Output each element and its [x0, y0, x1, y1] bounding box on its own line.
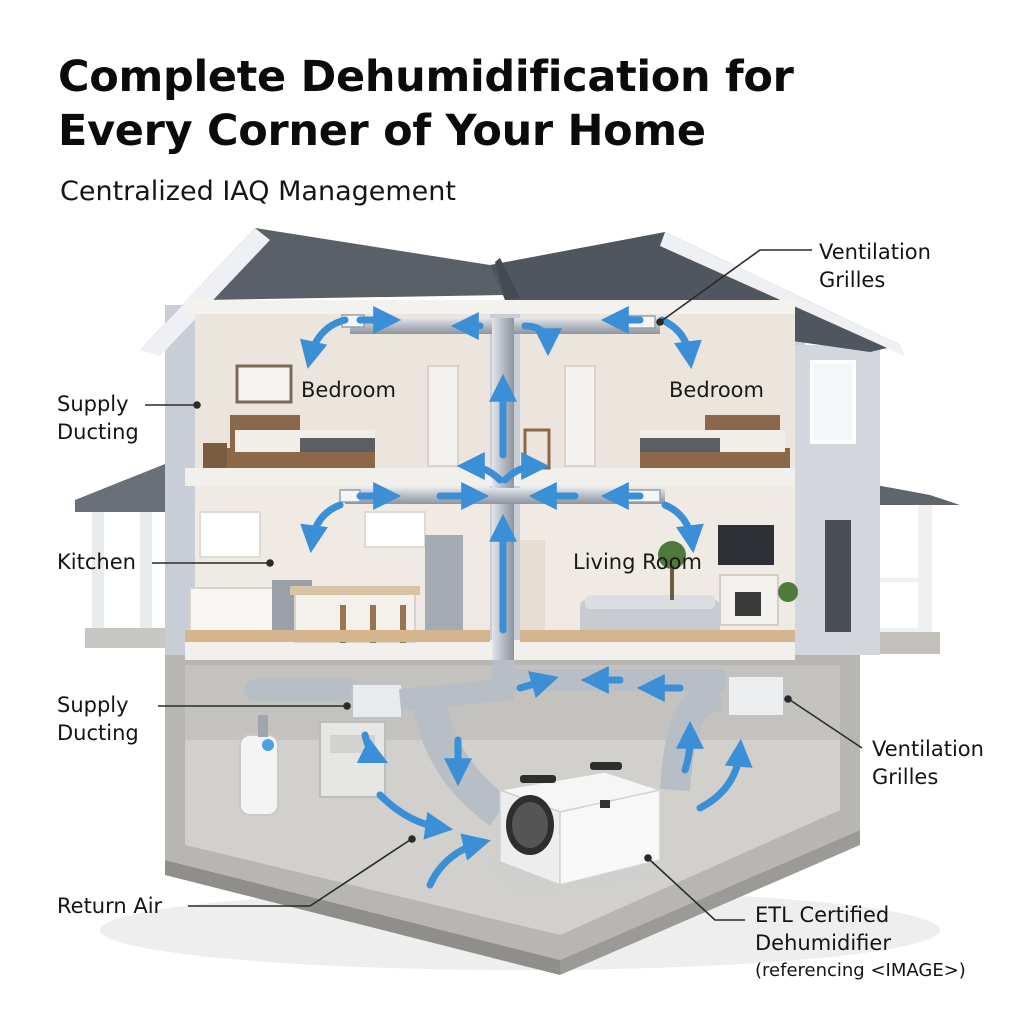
title-line-1: Complete Dehumidification for — [58, 52, 794, 102]
callout-return-air: Return Air — [57, 894, 163, 918]
airflow-arrow — [300, 501, 344, 554]
upper-left-room — [195, 314, 490, 468]
airflow-arrow — [456, 452, 504, 484]
airflow-arrow — [356, 731, 389, 764]
callout-line: (referencing <IMAGE>) — [755, 960, 966, 981]
callout-line: Dehumidifier — [755, 931, 891, 955]
dehumidifier-unit — [478, 762, 663, 898]
page-subtitle: Centralized IAQ Management — [60, 176, 456, 207]
callout-line: Ventilation — [819, 240, 931, 264]
floor-slabs — [185, 300, 795, 660]
leader-ventilation-lower — [789, 699, 863, 749]
callout-etl-dehumidifier: ETL Certified Dehumidifier (referencing … — [755, 901, 966, 985]
callout-line: ETL Certified — [755, 903, 890, 927]
airflow-arrow — [661, 501, 704, 554]
living-room — [520, 486, 798, 642]
callout-supply-ducting-lower: Supply Ducting — [57, 691, 139, 747]
room-label-bedroom-left: Bedroom — [301, 378, 396, 402]
leader-ventilation-top — [659, 249, 812, 323]
leader-return-air — [188, 839, 411, 907]
airflow-arrow — [299, 316, 349, 369]
callout-line: Ducting — [57, 721, 139, 745]
callout-line: Grilles — [872, 765, 939, 789]
callout-line: Ducting — [57, 420, 139, 444]
page-title: Complete Dehumidification for Every Corn… — [58, 50, 794, 158]
room-label-living-room: Living Room — [573, 550, 702, 574]
upper-right-room — [520, 314, 795, 470]
airflow-arrow — [658, 316, 702, 370]
left-porch — [75, 462, 175, 648]
water-heater — [239, 715, 279, 816]
airflow-arrow — [521, 322, 562, 357]
airflow-arrow — [376, 791, 454, 840]
callout-line: Supply — [57, 693, 129, 717]
airflow-arrow — [675, 720, 704, 774]
callout-supply-ducting-upper: Supply Ducting — [57, 390, 139, 446]
callout-lines — [145, 249, 863, 921]
callout-ventilation-grilles-lower: Ventilation Grilles — [872, 735, 984, 791]
callout-line: Ventilation — [872, 737, 984, 761]
airflow-arrow — [426, 833, 491, 889]
airflow-arrow — [696, 738, 753, 812]
callout-line: Supply — [57, 392, 129, 416]
room-label-bedroom-right: Bedroom — [669, 378, 764, 402]
airflow-arrow — [501, 452, 550, 484]
title-line-2: Every Corner of Your Home — [58, 106, 706, 156]
leader-dehumidifier — [649, 859, 745, 921]
callout-line: Grilles — [819, 268, 886, 292]
airflow-arrow — [516, 671, 559, 699]
callout-ventilation-grilles-top: Ventilation Grilles — [819, 238, 931, 294]
airflow-arrows — [299, 306, 753, 889]
roof — [140, 228, 905, 356]
callout-kitchen: Kitchen — [57, 550, 136, 574]
